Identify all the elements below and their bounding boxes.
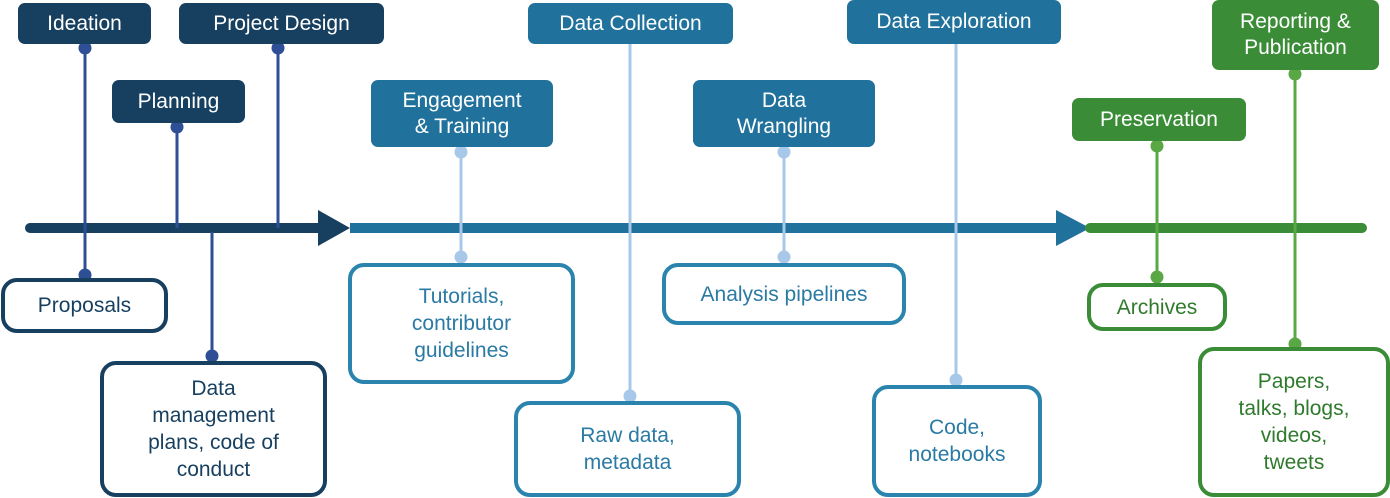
connector-ideation-proposals — [78, 41, 92, 282]
connector-wrangling-pipelines — [777, 145, 791, 264]
stage-data-exploration: Data Exploration — [847, 0, 1061, 44]
stage-label: Engagement & Training — [402, 88, 522, 138]
output-analysis-pipelines: Analysis pipelines — [662, 263, 906, 325]
stage-data-collection: Data Collection — [528, 3, 733, 44]
connector-preservation-archives — [1150, 139, 1164, 284]
output-label: Raw data, metadata — [580, 424, 675, 474]
stage-label: Preservation — [1100, 107, 1218, 131]
connector-planning — [170, 120, 184, 228]
output-archives: Archives — [1087, 283, 1227, 331]
stage-label: Ideation — [47, 11, 122, 35]
output-label: Tutorials, contributor guidelines — [411, 285, 512, 362]
stage-label: Reporting & Publication — [1240, 10, 1351, 59]
timeline-arrow-mid — [1056, 210, 1090, 246]
connector-exploration-code — [949, 44, 963, 387]
stage-project-design: Project Design — [179, 3, 384, 44]
stage-data-wrangling: Data Wrangling — [693, 80, 875, 147]
stage-reporting-publication: Reporting & Publication — [1212, 0, 1379, 70]
stage-label: Data Collection — [559, 11, 702, 35]
connector-project-design — [271, 41, 285, 228]
output-label: Analysis pipelines — [700, 282, 868, 306]
output-code-notebooks: Code, notebooks — [872, 385, 1042, 497]
output-raw-data: Raw data, metadata — [514, 401, 741, 497]
stage-label: Planning — [137, 89, 220, 113]
timeline-arrow-dark — [318, 210, 350, 246]
stage-preservation: Preservation — [1072, 98, 1246, 141]
stage-label: Project Design — [213, 11, 350, 35]
connector-engagement-tutorials — [454, 145, 468, 264]
stage-label: Data Exploration — [876, 10, 1032, 33]
output-data-management: Data management plans, code of conduct — [100, 361, 327, 497]
stage-planning: Planning — [112, 80, 245, 123]
stage-ideation: Ideation — [18, 3, 151, 44]
output-label: Proposals — [37, 294, 132, 317]
connector-data-management — [205, 232, 219, 363]
output-proposals: Proposals — [1, 278, 168, 333]
connector-reporting-papers — [1288, 67, 1302, 351]
output-label: Code, notebooks — [908, 416, 1006, 466]
output-papers: Papers, talks, blogs, videos, tweets — [1198, 347, 1390, 497]
output-tutorials: Tutorials, contributor guidelines — [348, 263, 575, 384]
output-label: Papers, talks, blogs, videos, tweets — [1238, 370, 1350, 474]
output-label: Data management plans, code of conduct — [148, 377, 279, 481]
connector-collection-rawdata — [623, 44, 637, 403]
output-label: Archives — [1116, 295, 1198, 319]
stage-label: Data Wrangling — [736, 88, 832, 138]
stage-engagement-training: Engagement & Training — [371, 80, 553, 147]
